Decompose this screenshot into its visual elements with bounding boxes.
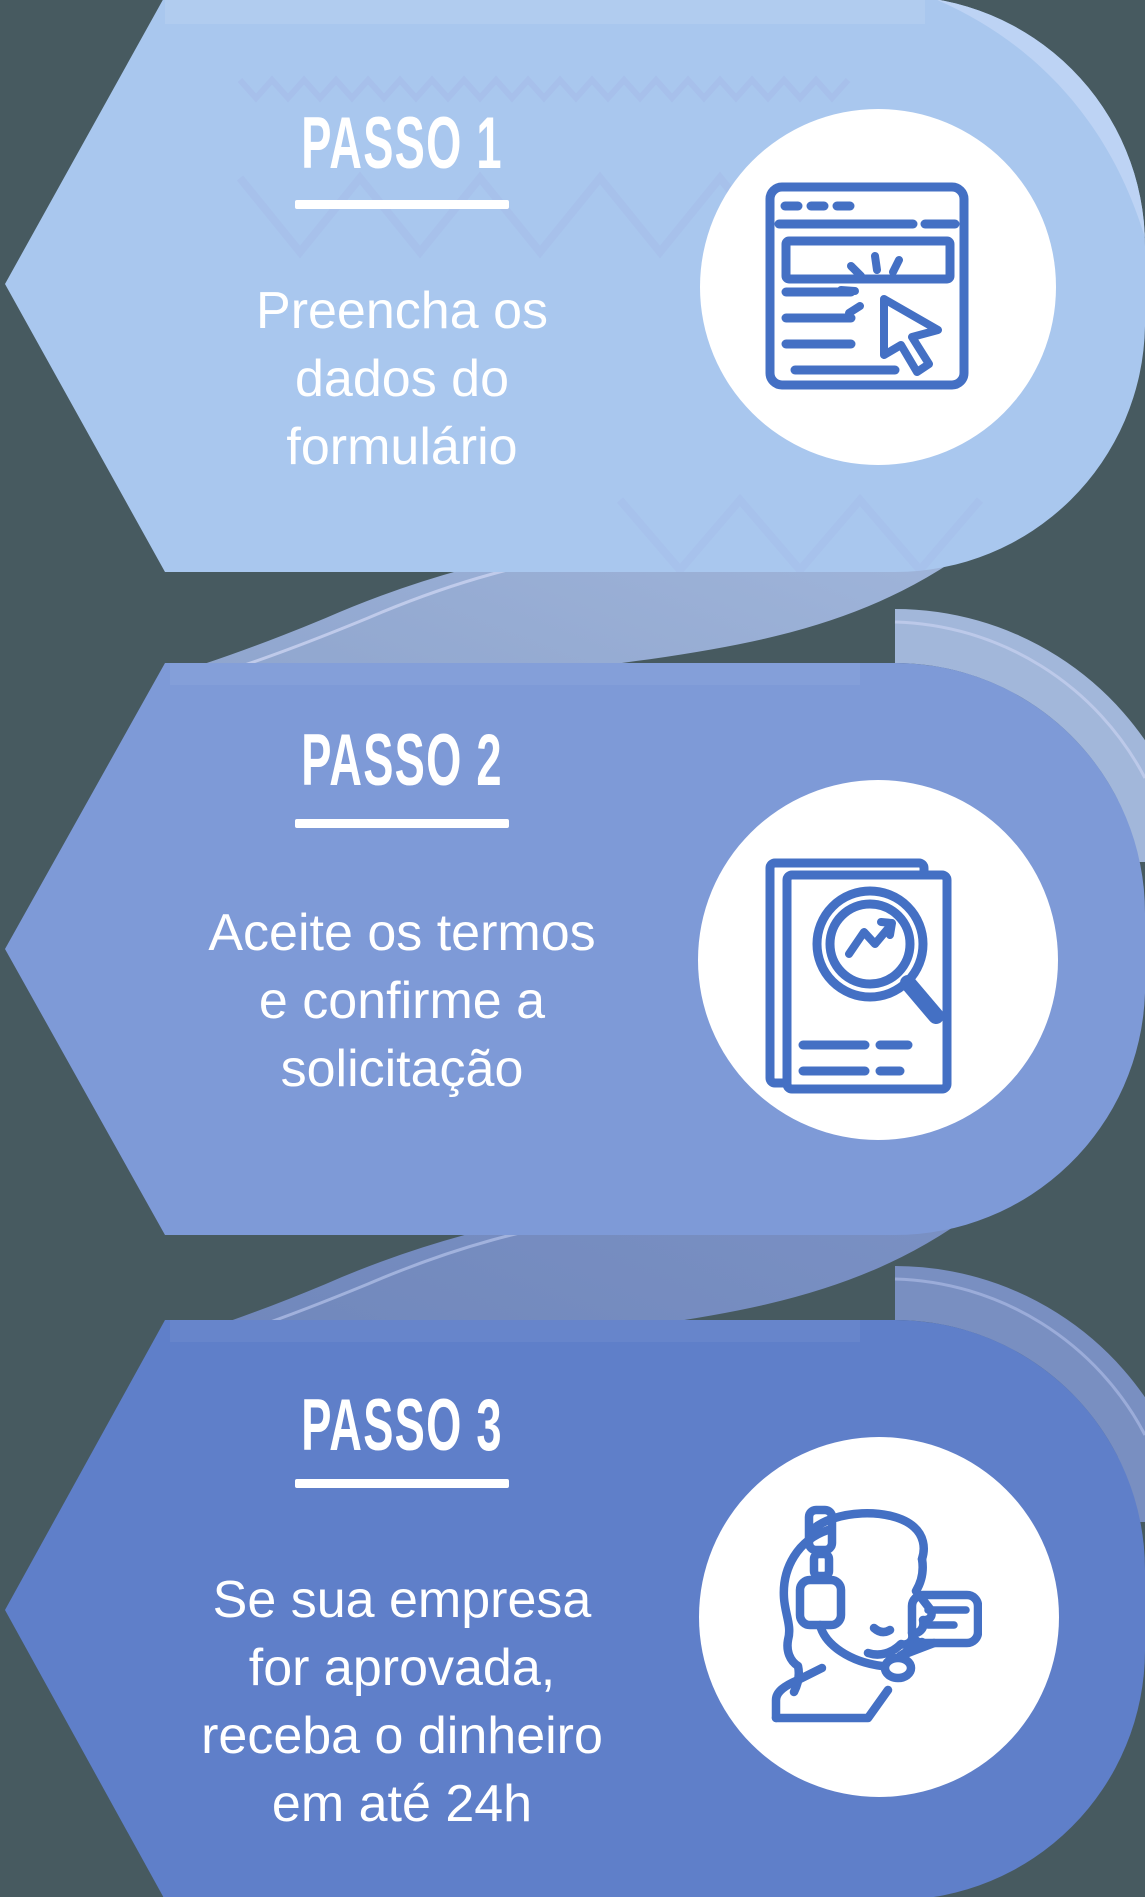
connector-1-wrap-band <box>894 609 1145 862</box>
magnifier-handle <box>900 975 944 1024</box>
browser-input-box <box>781 236 955 284</box>
connector-2-wrap-hairline <box>894 1277 1145 1436</box>
magnifier-inner-ring <box>825 899 915 989</box>
step-2-top-strip <box>170 663 860 685</box>
agent-shoulder-left <box>771 1663 827 1723</box>
step-2-line-2: e confirme a <box>258 972 546 1030</box>
step-3-line-2: for aprovada, <box>248 1639 556 1697</box>
microphone-boom <box>815 1620 887 1671</box>
browser-window <box>765 182 969 390</box>
headset-slider <box>809 1549 834 1581</box>
connector-1-wrap-hairline <box>894 620 1145 779</box>
step-2-line-3: solicitação <box>280 1040 524 1098</box>
step-3-top-strip <box>170 1320 860 1342</box>
click-sparks <box>837 252 903 317</box>
step-3-line-4: em até 24h <box>271 1775 533 1833</box>
agent-hair-profile <box>779 1525 833 1697</box>
headset-ear-cup <box>795 1575 846 1630</box>
connector-2-wrap-band <box>894 1266 1145 1522</box>
step-2-underline <box>295 819 509 828</box>
step-3-icon-circle <box>699 1437 1059 1797</box>
step-1-top-strip <box>165 0 925 24</box>
microphone-tip <box>880 1653 916 1683</box>
step-1-pattern-sawtooth-small <box>237 75 851 103</box>
step-1-description: Preencha os dados do formulário <box>102 277 702 481</box>
step-1-title: PASSO 1 <box>301 103 503 184</box>
step-3-line-1: Se sua empresa <box>212 1571 592 1629</box>
step-2-description: Aceite os termos e confirme a solicitaçã… <box>102 899 702 1103</box>
step-1-line-2: dados do <box>295 350 509 408</box>
document-search-icon <box>765 858 952 1094</box>
step-2-title: PASSO 2 <box>301 720 503 801</box>
step-1-line-3: formulário <box>286 418 518 476</box>
step-3-line-3: receba o dinheiro <box>201 1707 603 1765</box>
support-agent-icon-strokes <box>771 1505 982 1723</box>
trend-zigzag <box>845 921 895 958</box>
step-1-underline <box>295 200 509 209</box>
trend-arrowhead <box>877 918 896 939</box>
agent-face-profile <box>863 1554 936 1659</box>
step-1-pattern-sawtooth-bottom <box>616 493 984 572</box>
step-1-line-1: Preencha os <box>256 282 548 340</box>
browser-click-icon <box>765 182 969 390</box>
step-2-line-1: Aceite os termos <box>208 904 596 962</box>
speech-bubble-tail <box>895 1637 939 1661</box>
step-3-description: Se sua empresa for aprovada, receba o di… <box>102 1566 702 1838</box>
browser-click-icon-strokes <box>765 182 969 390</box>
cursor-arrow <box>880 295 942 376</box>
speech-bubble <box>907 1590 982 1648</box>
step-1-fold-highlight <box>937 0 1145 246</box>
agent-smile <box>869 1623 895 1637</box>
step-3-underline <box>295 1479 509 1488</box>
step-3-title: PASSO 3 <box>301 1385 503 1466</box>
agent-body-base <box>771 1685 893 1723</box>
support-agent-icon <box>771 1505 982 1723</box>
document-search-icon-strokes <box>765 858 952 1094</box>
